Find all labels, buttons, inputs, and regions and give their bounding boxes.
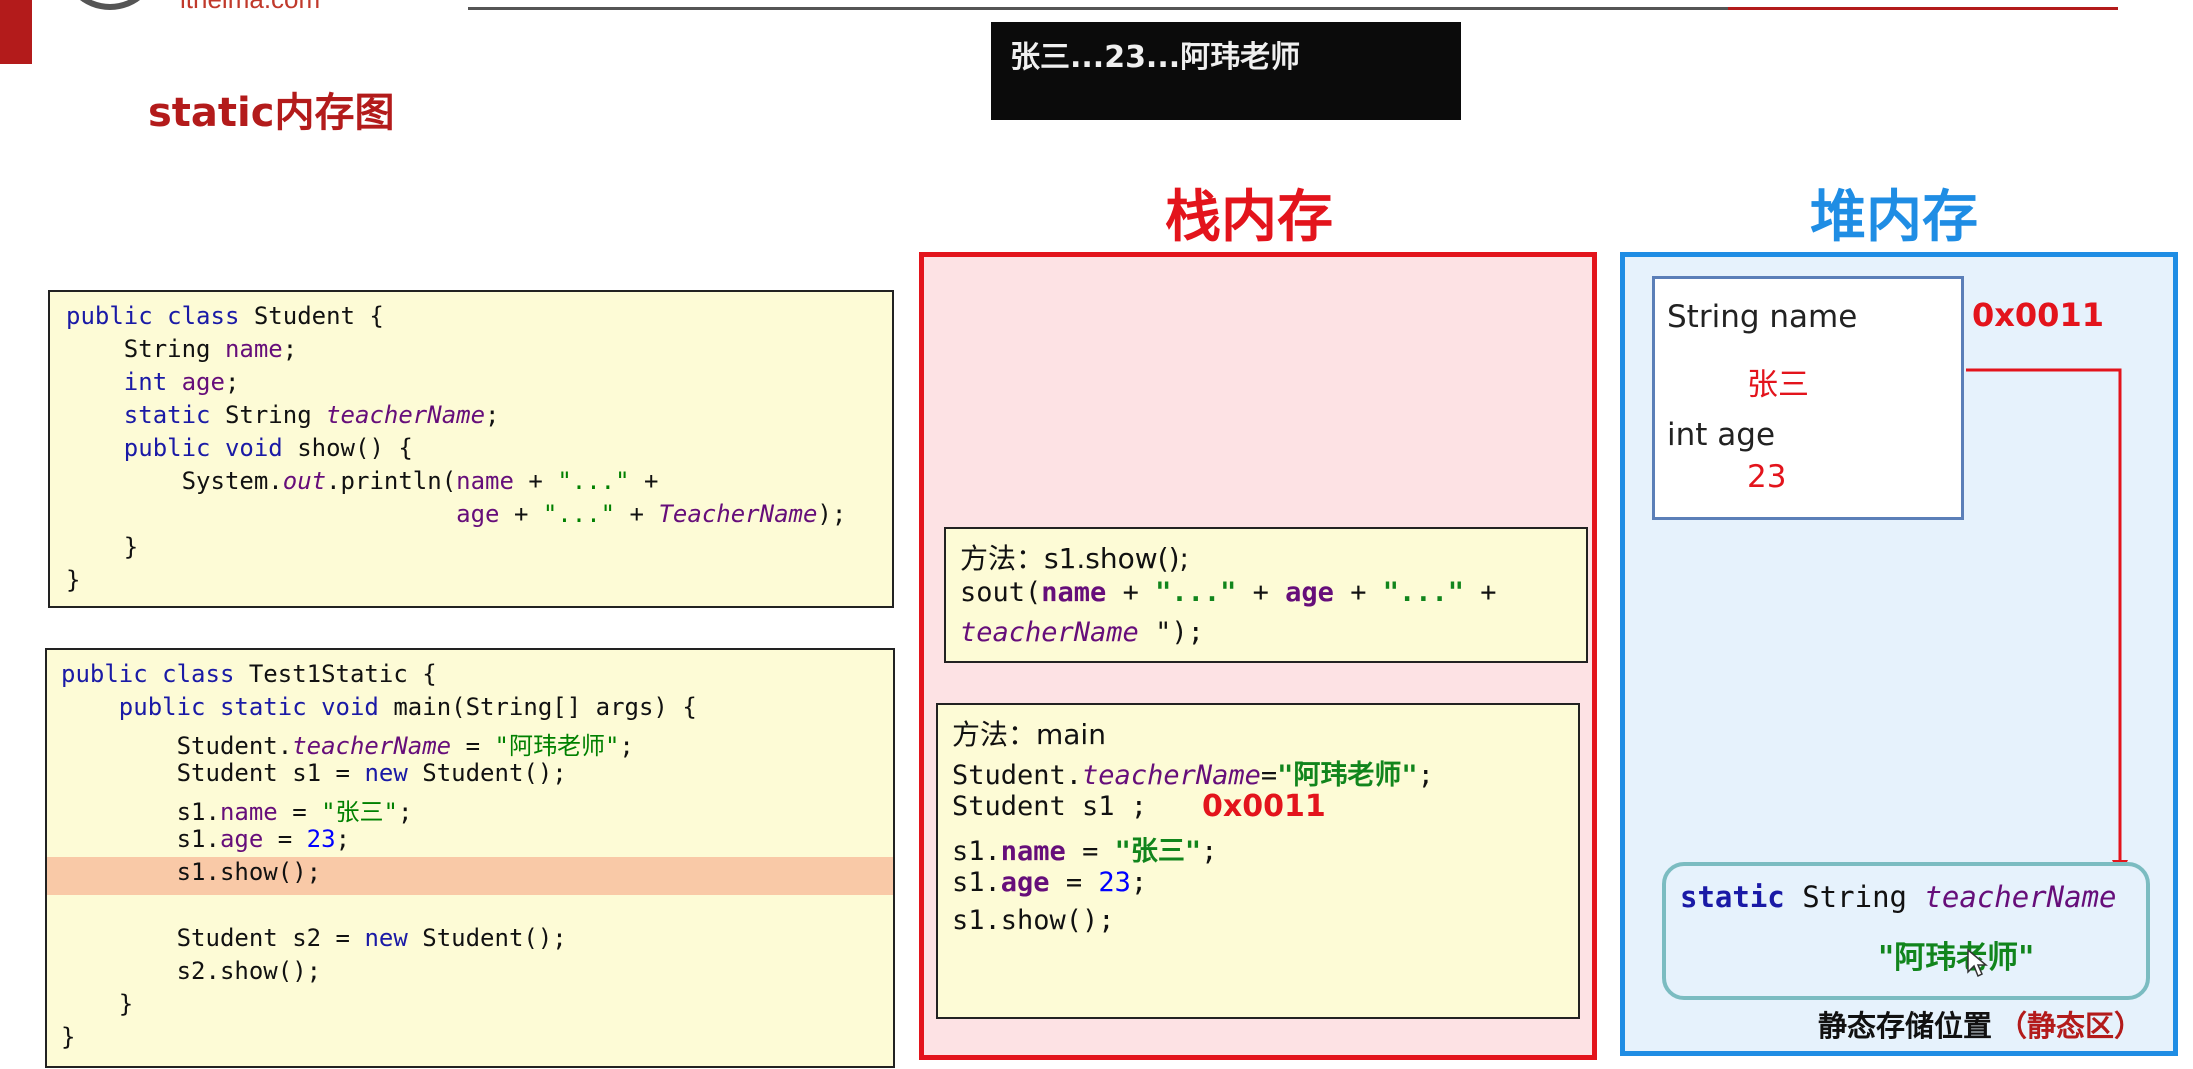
subtitle-text: 张三...23...阿玮老师	[1010, 40, 1301, 75]
static-declaration: static String teacherName	[1680, 880, 2117, 914]
heap-object-address: 0x0011	[1972, 296, 2104, 334]
heap-object: String name 张三 int age 23	[1652, 276, 1964, 520]
static-value: "阿玮老师"	[1878, 940, 2035, 976]
code-box-test: public class Test1Static { public static…	[45, 648, 895, 1068]
frame-show-code-line1: sout(name + "..." + age + "..." +	[960, 577, 1497, 608]
left-accent-bar	[0, 0, 32, 64]
field-age-value: 23	[1747, 459, 1787, 495]
arrow-line	[1966, 368, 2122, 862]
code-line: Student s2 = new Student();	[61, 924, 567, 952]
static-area-caption-paren: （静态区）	[1998, 1009, 2144, 1043]
code-line: }	[61, 990, 134, 1018]
code-line: Student s1 = new Student();	[61, 759, 567, 787]
field-name-label: String name	[1667, 299, 1858, 335]
subtitle-banner	[991, 22, 1461, 120]
logo-text: itheima.com	[180, 0, 320, 15]
field-name-value: 张三	[1747, 367, 1809, 403]
page-title: static内存图	[148, 90, 395, 136]
frame-main-line: Student.teacherName="阿玮老师";	[952, 760, 1434, 791]
frame-main-line: Student s1 ;	[952, 791, 1148, 822]
stack-frame-show: 方法：s1.show(); sout(name + "..." + age + …	[944, 527, 1588, 663]
static-area-caption: 静态存储位置	[1818, 1009, 1993, 1043]
frame-show-code-line2: teacherName ");	[960, 617, 1204, 648]
code-line: public void show() {	[123, 434, 413, 462]
code-line: public class Test1Static {	[61, 660, 437, 688]
code-line: Student.teacherName = "阿玮老师";	[61, 732, 634, 760]
code-line: s2.show();	[61, 957, 322, 985]
frame-main-title: 方法：main	[952, 718, 1106, 751]
code-line: }	[66, 533, 139, 561]
frame-main-address: 0x0011	[1202, 789, 1326, 824]
frame-main-line: s1.age = 23;	[952, 867, 1148, 898]
field-age-label: int age	[1667, 417, 1776, 453]
code-line: System.out.println(name + "..." +	[66, 467, 659, 495]
code-box-student: public class Student { String name; int …	[48, 290, 894, 608]
code-line: s1.show();	[61, 858, 322, 886]
header-rule-accent	[1728, 7, 2118, 10]
frame-main-line: s1.show();	[952, 905, 1115, 936]
code-line: public class Student {	[66, 302, 384, 330]
code-line: age + "..." + TeacherName);	[456, 500, 847, 528]
code-line: }	[66, 566, 81, 594]
current-line-highlight	[47, 857, 893, 895]
static-area: static String teacherName "阿玮老师"	[1662, 862, 2150, 1000]
code-line: int age;	[123, 368, 240, 396]
code-line: static String teacherName;	[123, 401, 500, 429]
mouse-cursor-icon	[1967, 948, 1988, 978]
frame-show-title: 方法：s1.show();	[960, 542, 1189, 575]
code-line: }	[61, 1023, 76, 1051]
code-line: String name;	[66, 335, 298, 363]
heap-heading: 堆内存	[1810, 185, 1978, 250]
stack-heading: 栈内存	[1165, 185, 1333, 250]
code-line: s1.name = "张三";	[61, 798, 413, 826]
frame-main-line: s1.name = "张三";	[952, 836, 1218, 867]
stack-frame-main: 方法：main Student.teacherName="阿玮老师"; Stud…	[936, 703, 1580, 1019]
code-line: public static void main(String[] args) {	[118, 693, 697, 721]
header-rule	[468, 7, 2116, 10]
code-line: s1.age = 23;	[61, 825, 351, 853]
